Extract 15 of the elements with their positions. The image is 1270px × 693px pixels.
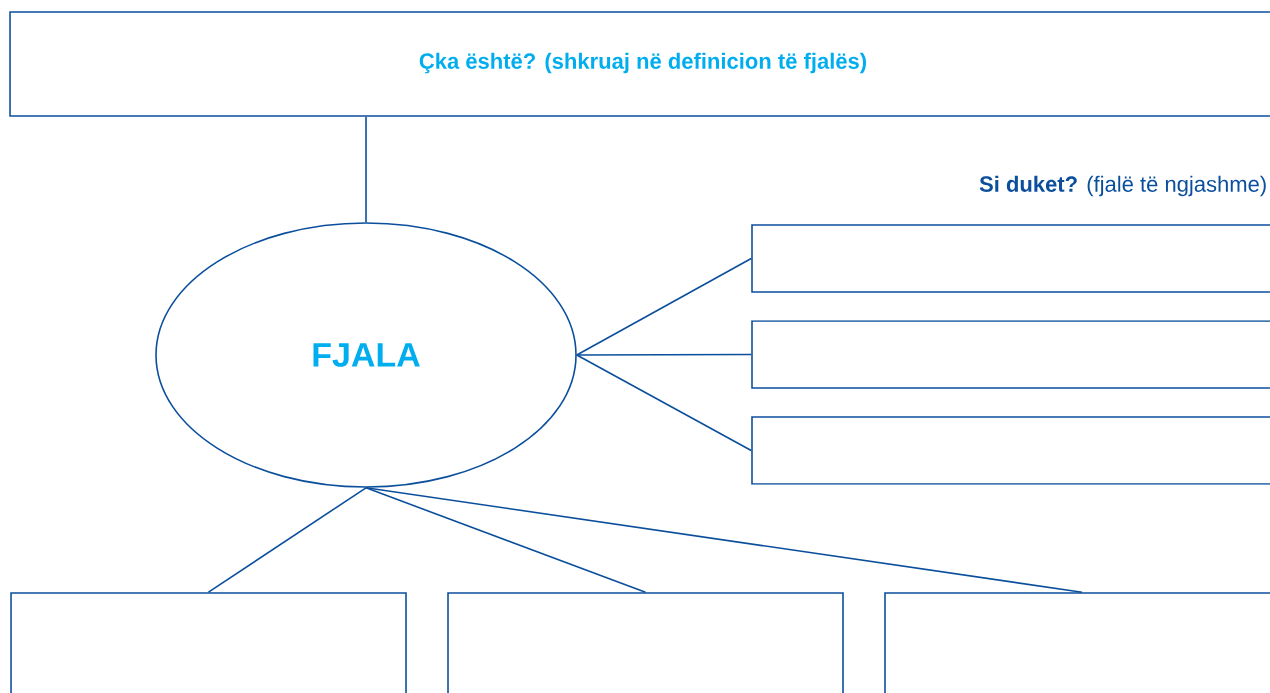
- connector-line: [576, 354, 752, 452]
- answer-box: [751, 320, 1270, 389]
- connector-line: [365, 487, 1083, 593]
- connector-line: [207, 487, 367, 593]
- answer-box: [10, 592, 407, 693]
- answer-box: [751, 416, 1270, 485]
- connector-line: [365, 487, 647, 593]
- answer-box: [447, 592, 844, 693]
- group-heading: Si duket? (fjalë të ngjashme): [979, 175, 1266, 197]
- connector-line: [365, 116, 367, 223]
- answer-box: [884, 592, 1270, 693]
- answer-box: [751, 224, 1270, 293]
- connector-line: [576, 353, 752, 356]
- connector-line: [576, 257, 752, 356]
- definition-box: Çka është? (shkruaj në definicion të fjalës): [9, 11, 1270, 117]
